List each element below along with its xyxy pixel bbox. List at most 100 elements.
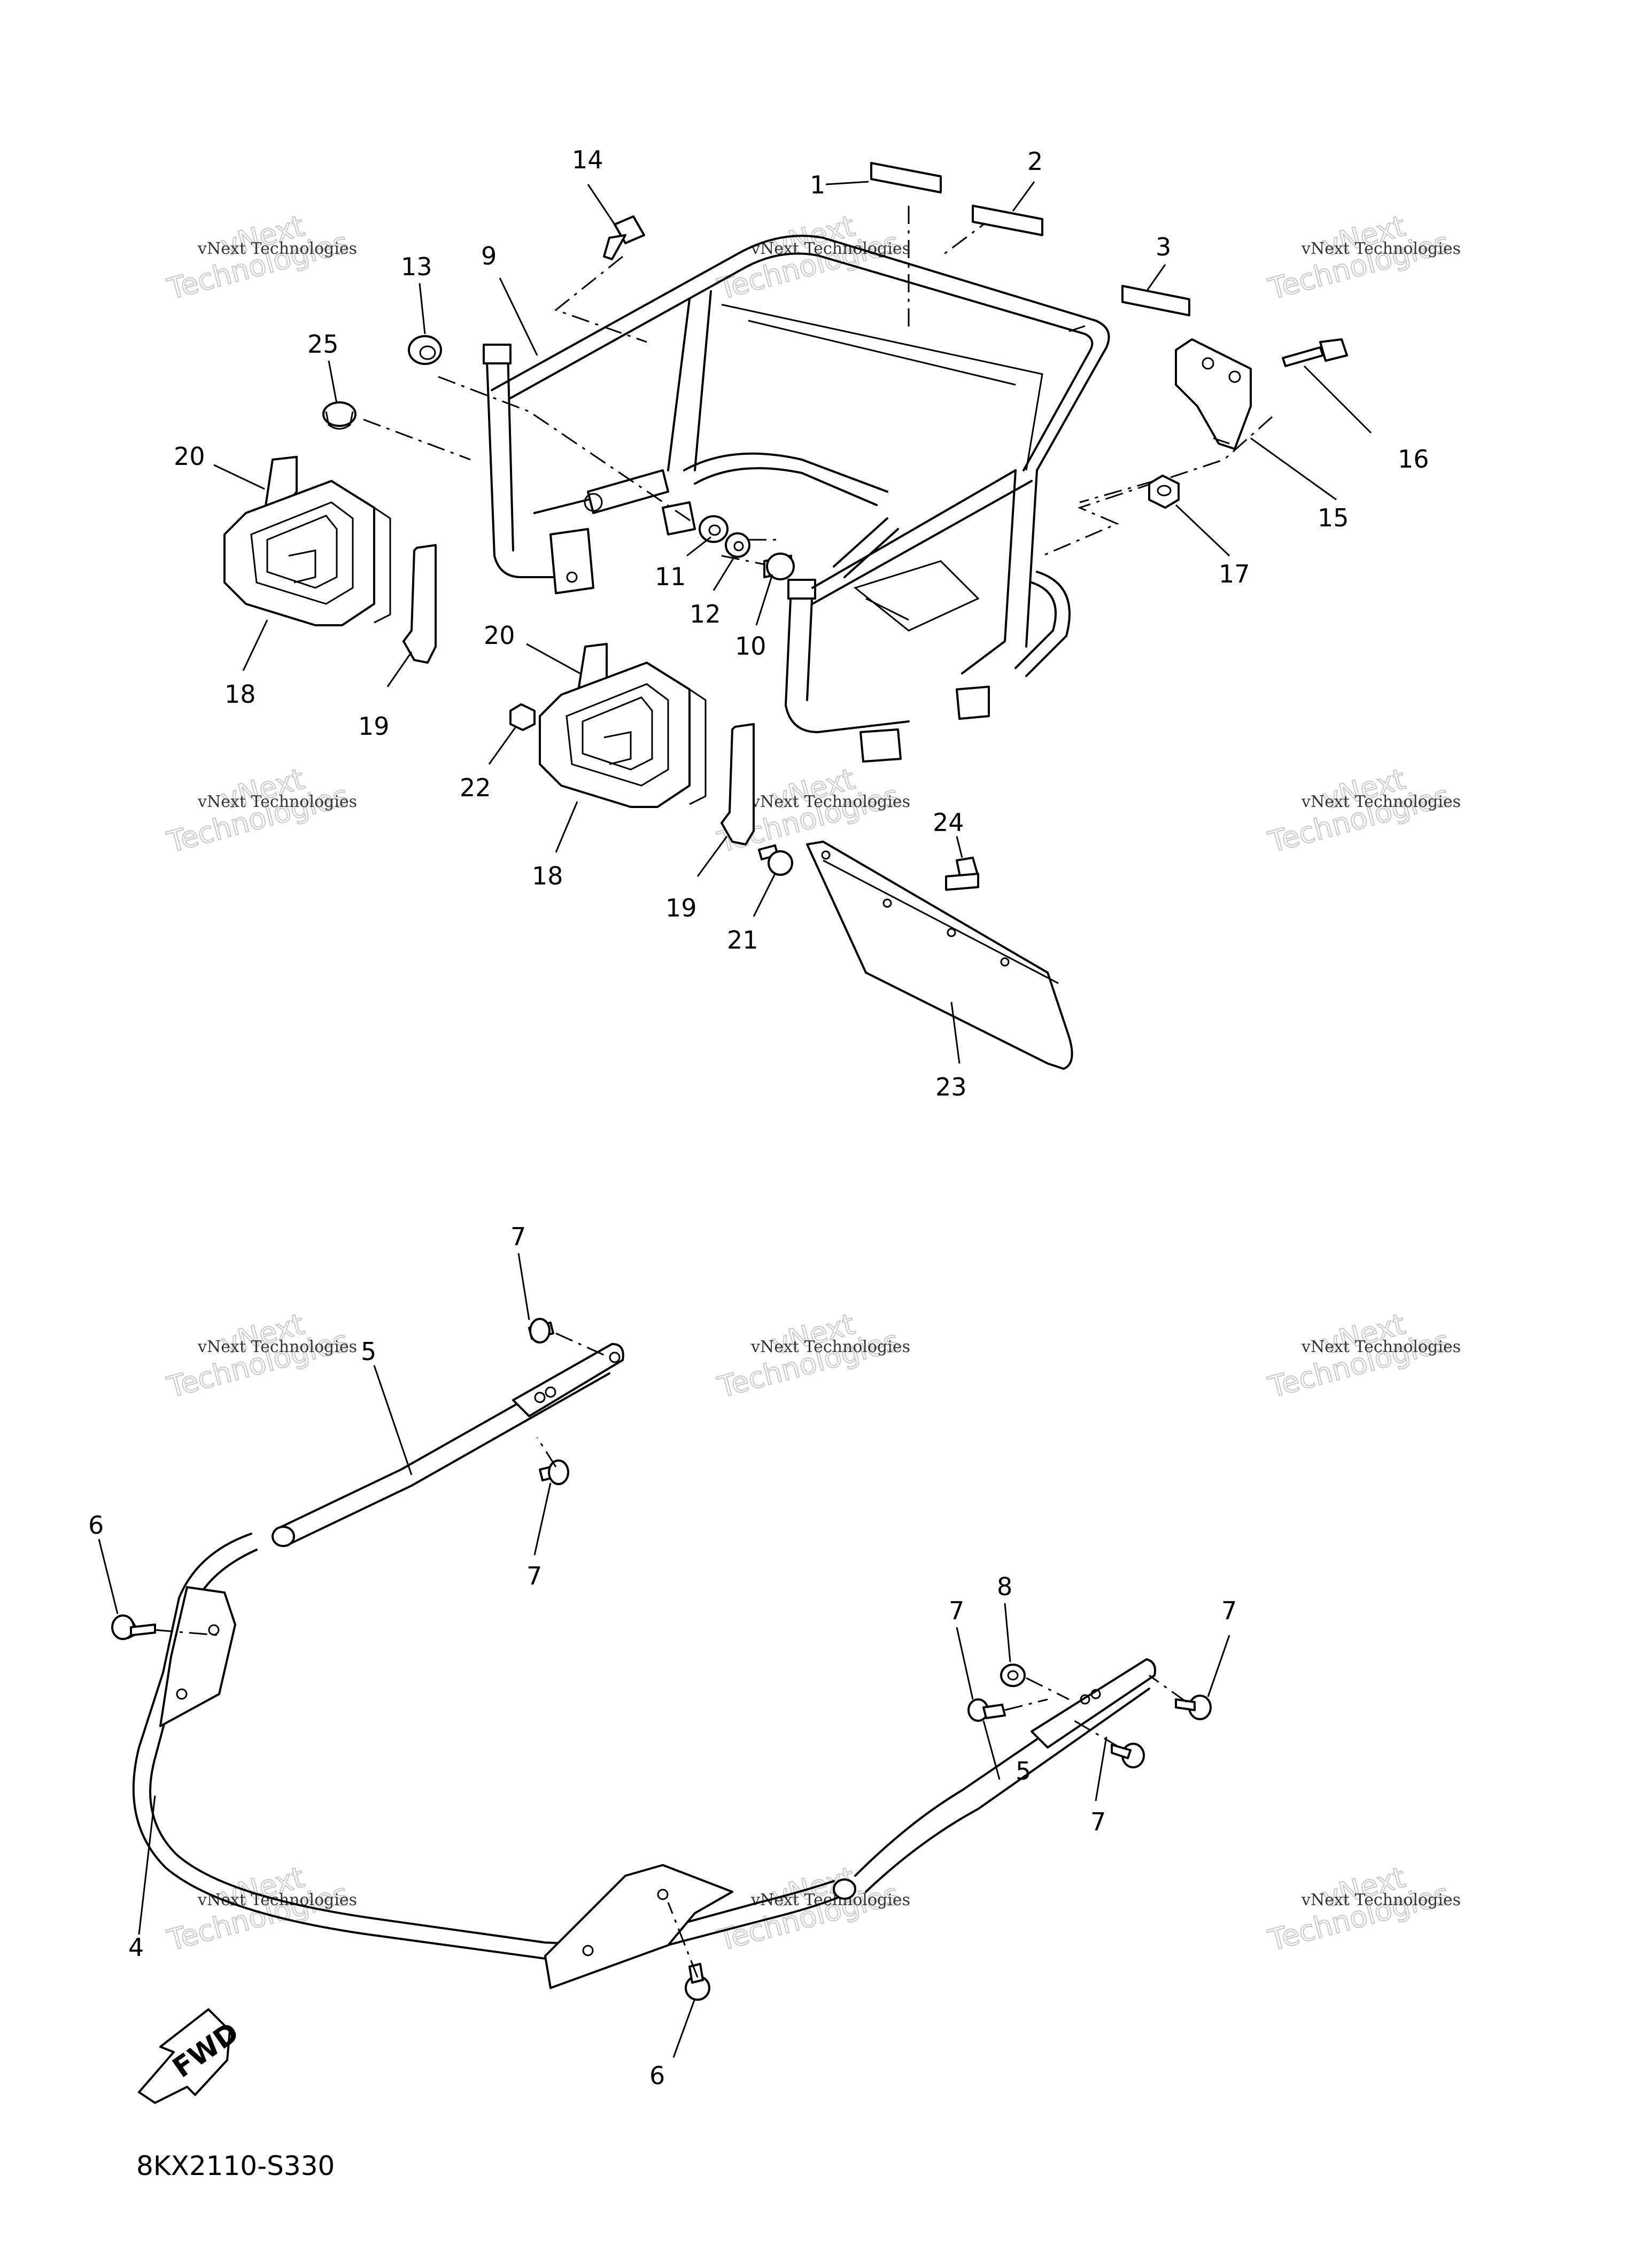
bumper-part-4 [132, 1533, 856, 1989]
bolt-part-7-a [528, 1318, 554, 1343]
bracket-part-19-right [721, 723, 755, 845]
callout-12: 12 [690, 600, 721, 628]
callout-labels: 1 2 3 4 5 5 6 6 7 7 7 7 7 8 9 10 11 12 1… [88, 145, 1429, 2090]
watermark-top-right: Technologies vNext vNext Technologies [1264, 208, 1461, 307]
watermark-low-right: Technologies vNext vNext Technologies [1264, 1307, 1461, 1405]
label-part-1 [870, 162, 942, 193]
bolt-part-14 [603, 215, 645, 260]
callout-6-upper: 6 [88, 1511, 104, 1540]
callout-15: 15 [1318, 503, 1349, 532]
washer-part-12 [725, 532, 750, 558]
grommet-part-13 [408, 335, 442, 365]
label-part-3 [1121, 285, 1190, 316]
callout-25: 25 [307, 330, 339, 359]
callout-20-lower: 20 [484, 621, 515, 650]
svg-text:vNext Technologies: vNext Technologies [750, 793, 910, 811]
callout-24: 24 [933, 808, 964, 837]
bolt-part-7-d [1175, 1695, 1212, 1720]
lower-bracket [859, 728, 902, 763]
callout-16: 16 [1398, 445, 1429, 473]
watermark-top-left: Technologies vNext vNext Technologies [163, 208, 357, 307]
callout-2: 2 [1027, 147, 1043, 176]
callout-7-d: 7 [1221, 1596, 1237, 1625]
diagram-code: 8KX2110-S330 [136, 2150, 335, 2181]
callout-3: 3 [1156, 232, 1171, 261]
watermark-bottom-right: Technologies vNext vNext Technologies [1264, 1860, 1461, 1958]
svg-text:vNext Technologies: vNext Technologies [1301, 793, 1461, 811]
svg-text:vNext Technologies: vNext Technologies [197, 793, 357, 811]
bolt-part-10 [763, 553, 795, 580]
bolt-part-16 [1282, 338, 1348, 367]
frame-mount-tab [662, 501, 696, 535]
label-part-2 [972, 205, 1043, 236]
rack-frame-part-9 [483, 235, 1110, 763]
bolt-part-21 [758, 844, 793, 876]
watermark-mid-right: Technologies vNext vNext Technologies [1264, 762, 1461, 860]
arm-part-5-lower [854, 1658, 1156, 1893]
callout-22: 22 [460, 773, 491, 802]
cap-part-25 [322, 401, 357, 430]
bracket-part-15 [1175, 338, 1252, 450]
callout-13: 13 [401, 252, 432, 281]
svg-text:vNext Technologies: vNext Technologies [1301, 1891, 1461, 1909]
callout-9: 9 [481, 242, 497, 270]
callout-4: 4 [128, 1933, 144, 1962]
watermark-mid-left: Technologies vNext vNext Technologies [163, 762, 357, 860]
callout-7-e: 7 [1090, 1807, 1106, 1836]
callout-11: 11 [655, 562, 686, 591]
washer-part-11 [699, 515, 729, 543]
lower-bracket [956, 686, 990, 720]
watermark-low-left: Technologies vNext vNext Technologies [163, 1307, 357, 1405]
callout-6-lower: 6 [649, 2061, 665, 2090]
svg-text:vNext Technologies: vNext Technologies [197, 239, 357, 258]
callout-14: 14 [572, 145, 603, 174]
reflector-housing-part-18-left [223, 480, 391, 626]
callout-7-b: 7 [526, 1562, 542, 1590]
callout-23: 23 [935, 1073, 967, 1101]
callout-17: 17 [1219, 560, 1250, 588]
mud-flap-part-23 [806, 841, 1073, 1070]
svg-text:vNext Technologies: vNext Technologies [1301, 1338, 1461, 1356]
bolt-part-7-b [539, 1459, 569, 1485]
bolt-part-6-b [685, 1963, 710, 2001]
callout-20-upper: 20 [174, 442, 205, 471]
watermark-bottom-left: Technologies vNext vNext Technologies [163, 1860, 357, 1958]
callout-8: 8 [997, 1572, 1012, 1601]
watermark-low-center: Technologies vNext vNext Technologies [714, 1307, 910, 1405]
nut-part-17 [1148, 475, 1180, 509]
leader-lines [98, 181, 1372, 2058]
arm-part-5-upper [272, 1343, 624, 1547]
frame-mount-plate-left [549, 528, 594, 594]
watermark-top-center: Technologies vNext vNext Technologies [714, 208, 910, 307]
callout-1: 1 [810, 170, 825, 199]
bolt-part-7-e [1111, 1743, 1145, 1768]
assembly-guide-lines-lower [154, 1332, 1187, 1978]
bracket-part-19-left [402, 544, 437, 664]
reflector-housing-part-18-right [539, 662, 707, 808]
mount-hole [566, 571, 578, 583]
nut-part-22 [509, 703, 536, 731]
rivet-part-24 [945, 857, 979, 891]
callout-7-a: 7 [510, 1222, 526, 1251]
forward-direction-arrow: FWD [138, 2008, 245, 2104]
callout-7-c: 7 [949, 1596, 964, 1625]
callout-18-lower: 18 [532, 861, 563, 890]
callout-19-upper: 19 [358, 712, 390, 741]
bolt-part-7-c [967, 1698, 1006, 1722]
frame-end-cap-right [787, 579, 816, 600]
svg-text:vNext Technologies: vNext Technologies [1301, 239, 1461, 258]
frame-cross-tube [587, 469, 669, 514]
svg-text:vNext Technologies: vNext Technologies [197, 1338, 357, 1356]
callout-18-upper: 18 [224, 680, 256, 709]
callout-10: 10 [735, 632, 766, 661]
bolt-part-6-a [111, 1614, 156, 1640]
watermark-bottom-center: Technologies vNext vNext Technologies [714, 1860, 910, 1958]
callout-5-upper: 5 [361, 1337, 376, 1366]
frame-end-cap-left [483, 344, 512, 364]
callout-19-lower: 19 [665, 894, 697, 922]
callout-21: 21 [727, 926, 758, 954]
collar-part-8 [1000, 1664, 1026, 1687]
callout-5-lower: 5 [1016, 1757, 1031, 1785]
svg-text:vNext Technologies: vNext Technologies [750, 1338, 910, 1356]
